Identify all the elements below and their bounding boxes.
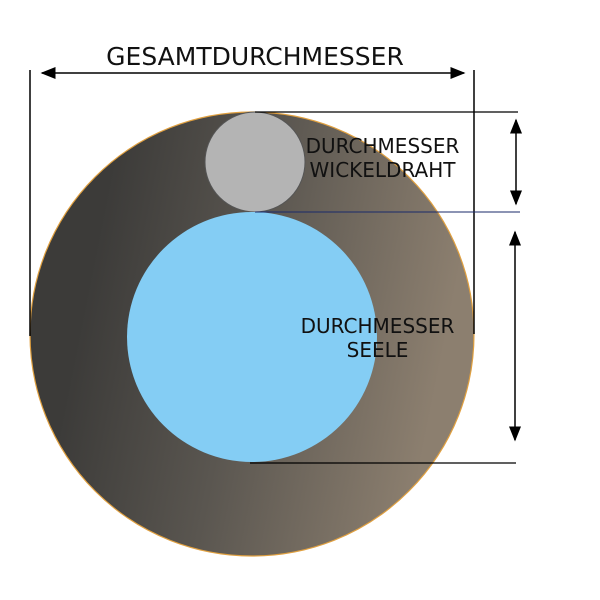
wire-diameter-label-line2: WICKELDRAHT — [309, 158, 456, 182]
core-diameter-label-line2: SEELE — [346, 338, 409, 362]
wire-circle — [204, 111, 306, 213]
wire-diameter-label-line1: DURCHMESSER — [305, 134, 460, 158]
overall-diameter-label: GESAMTDURCHMESSER — [106, 42, 404, 71]
core-diameter-label: DURCHMESSER SEELE — [290, 314, 465, 362]
wire-diameter-label: DURCHMESSER WICKELDRAHT — [295, 134, 470, 182]
core-circle — [127, 212, 377, 462]
core-diameter-label-line1: DURCHMESSER — [300, 314, 455, 338]
